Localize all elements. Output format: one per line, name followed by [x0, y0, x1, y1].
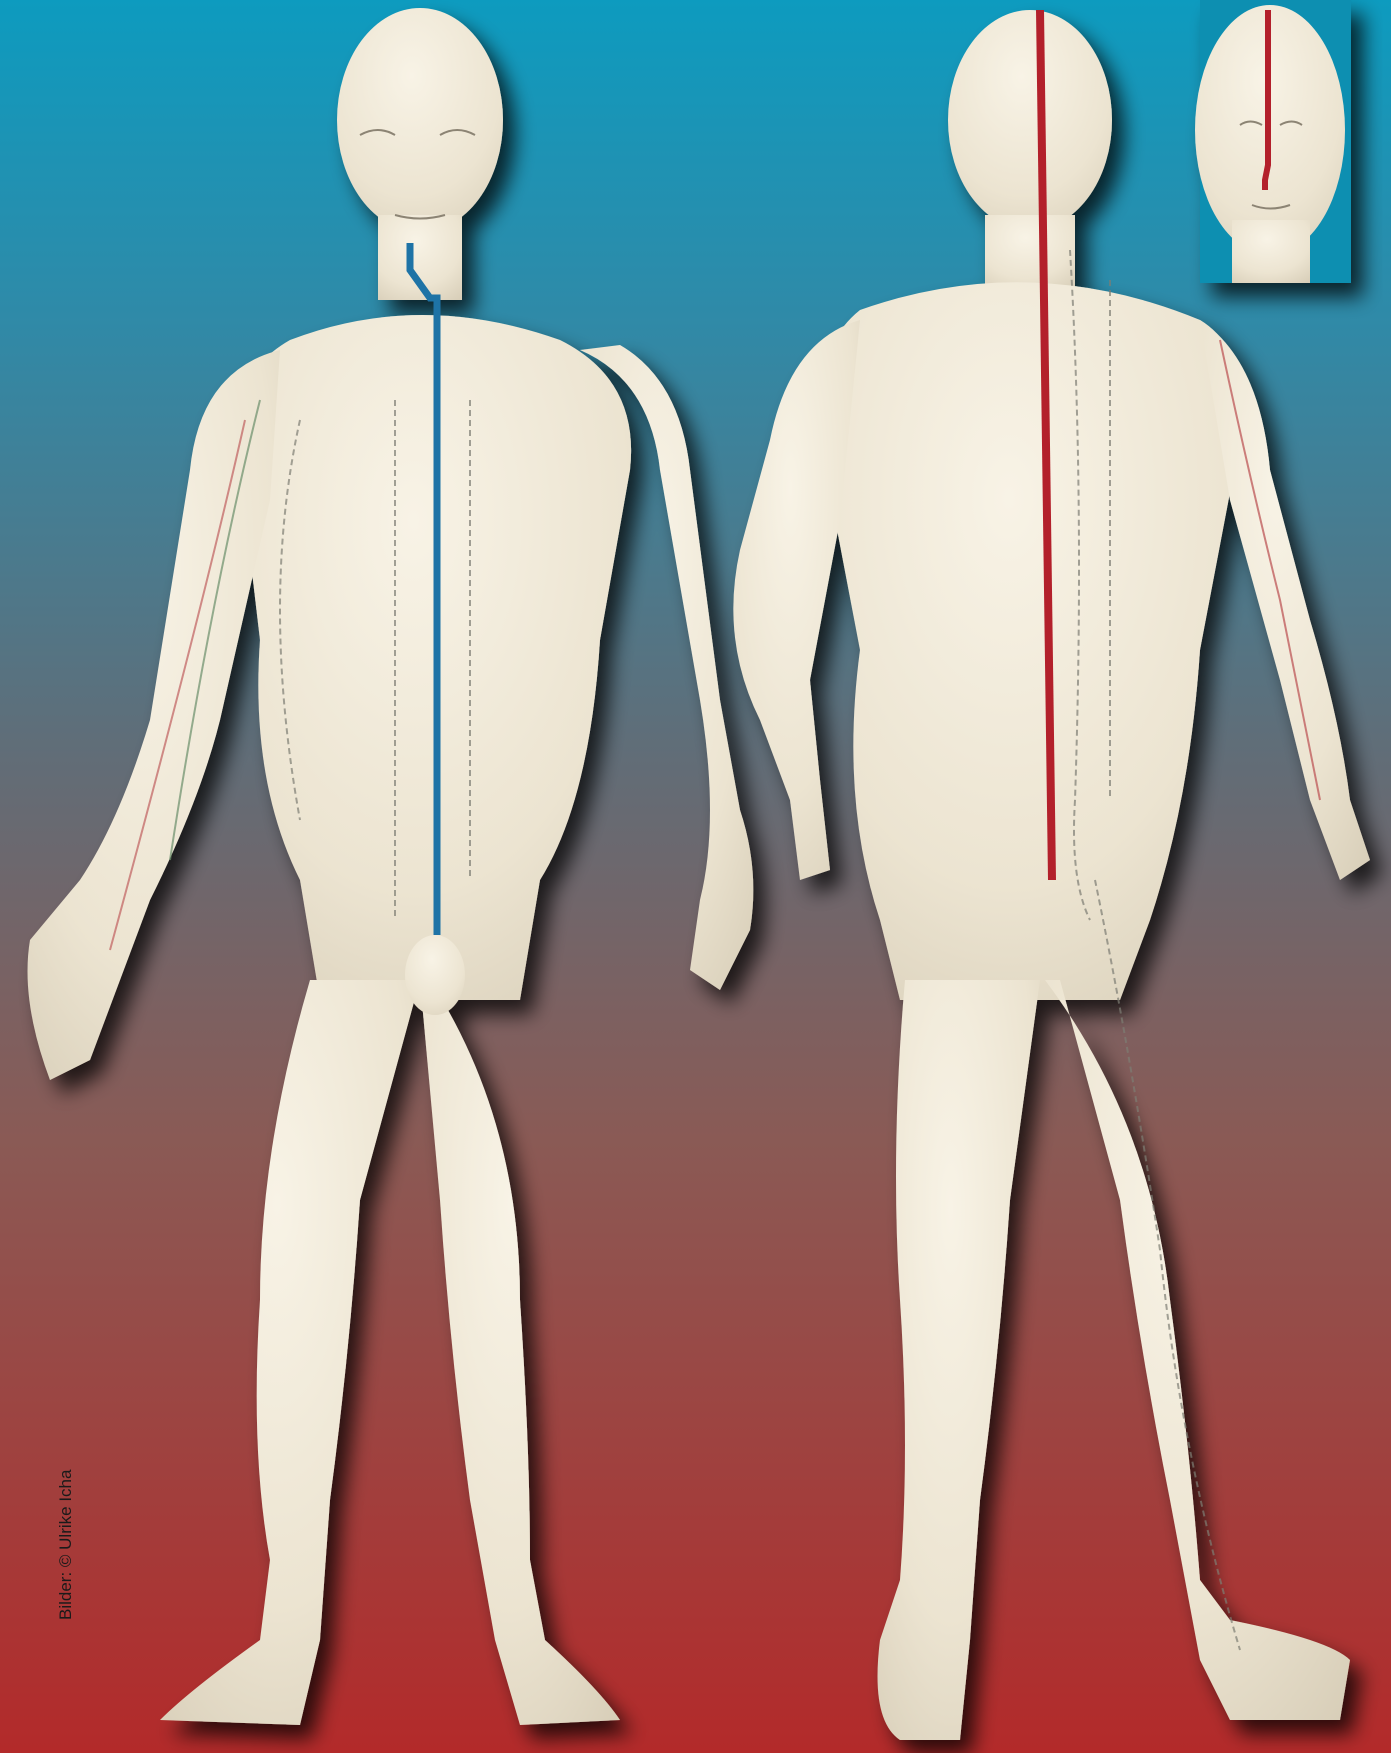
image-credit: Bilder: © Ulrike Icha	[56, 1470, 76, 1620]
face-inset-meridian-line	[1265, 10, 1268, 190]
face-inset	[1195, 0, 1351, 283]
face-inset-neck	[1232, 220, 1310, 283]
front-groin	[405, 935, 465, 1015]
front-head	[337, 8, 503, 232]
back-head	[948, 10, 1112, 230]
back-neck	[985, 215, 1075, 290]
